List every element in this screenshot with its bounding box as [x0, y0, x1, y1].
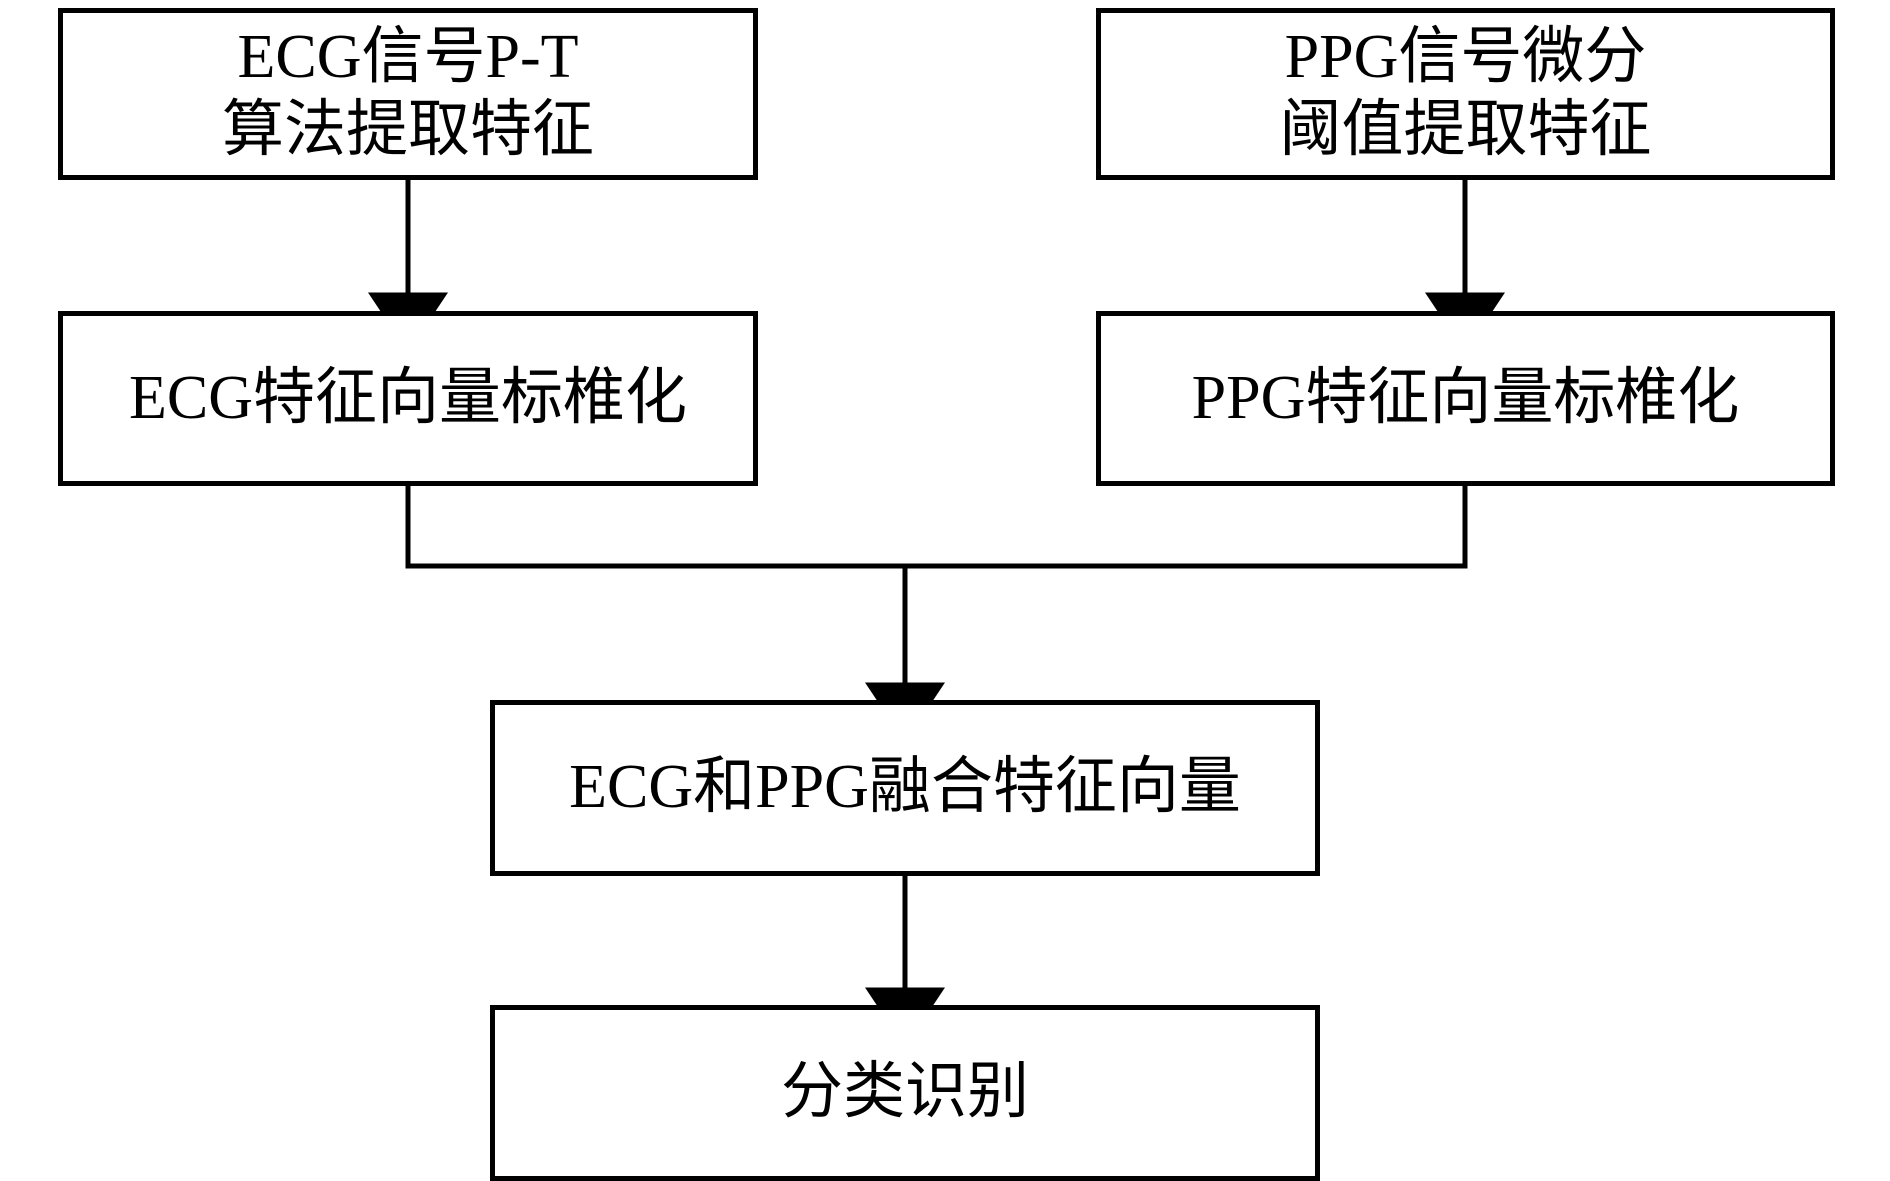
node-label: ECG信号P-T 算法提取特征: [221, 22, 594, 164]
node-label: PPG特征向量标椎化: [1191, 363, 1740, 432]
node-ppg-feature-extraction[interactable]: PPG信号微分 阈值提取特征: [1096, 8, 1835, 180]
edge-ecg-standard-to-fusion: [405, 486, 905, 569]
node-ppg-feature-vector-standardization[interactable]: PPG特征向量标椎化: [1096, 311, 1835, 486]
node-ecg-ppg-fused-feature-vector[interactable]: ECG和PPG融合特征向量: [490, 700, 1320, 876]
node-label: PPG信号微分 阈值提取特征: [1279, 22, 1652, 164]
node-classification-recognition[interactable]: 分类识别: [490, 1005, 1320, 1181]
node-ecg-feature-vector-standardization[interactable]: ECG特征向量标椎化: [58, 311, 758, 486]
node-label: 分类识别: [780, 1058, 1029, 1127]
node-ecg-feature-extraction[interactable]: ECG信号P-T 算法提取特征: [58, 8, 758, 180]
node-label: ECG特征向量标椎化: [128, 363, 687, 432]
edge-ppg-standard-to-fusion: [905, 486, 1468, 569]
node-label: ECG和PPG融合特征向量: [569, 753, 1241, 822]
